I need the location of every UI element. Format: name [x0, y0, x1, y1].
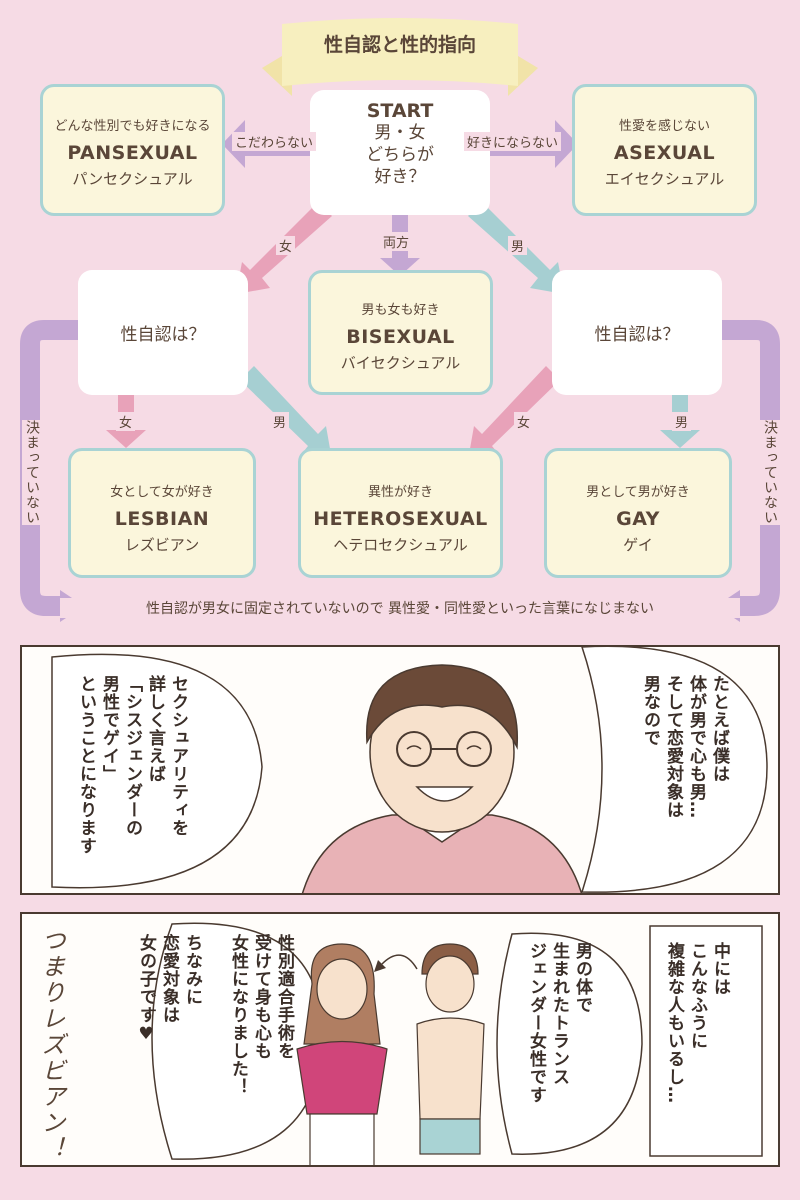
lesbian-desc: 女として女が好き	[110, 485, 214, 500]
hetero-kana: ヘテロセクシュアル	[333, 536, 468, 554]
manga-panel-2: 中には こんなふうに 複雑な人もいるし… 男の体で 生まれたトランス ジェンダー…	[20, 912, 780, 1167]
edge-label-pansexual: こだわらない	[232, 132, 317, 151]
node-pansexual: どんな性別でも好きになる PANSEXUAL パンセクシュアル	[40, 84, 225, 216]
identity-right-label: 性自認は？	[594, 325, 680, 345]
pansexual-kana: パンセクシュアル	[72, 170, 193, 188]
bisexual-desc: 男も女も好き	[361, 303, 440, 318]
panel2-handwriting: つまりレズビアン！	[37, 928, 65, 1162]
node-heterosexual: 異性が好き HETEROSEXUAL ヘテロセクシュアル	[298, 448, 503, 578]
edge-label-gay: 男	[672, 412, 692, 431]
edge-label-right-hetero: 女	[514, 412, 534, 431]
identity-right-node: 性自認は？	[552, 270, 722, 395]
panel2-bubble-mid: 男の体で 生まれたトランス ジェンダー女性です	[526, 942, 592, 1104]
identity-left-label: 性自認は？	[120, 325, 206, 345]
bisexual-kana: バイセクシュアル	[340, 354, 461, 372]
start-node: START 男・女 どちらが 好き？	[310, 90, 490, 215]
hetero-name: HETEROSEXUAL	[313, 508, 488, 530]
title-banner	[262, 18, 538, 96]
edge-label-female: 女	[276, 236, 296, 255]
edge-label-asexual: 好きにならない	[464, 132, 562, 151]
identity-left-node: 性自認は？	[78, 270, 248, 395]
panel2-narration-box: 中には こんなふうに 複雑な人もいるし…	[664, 942, 730, 1104]
node-asexual: 性愛を感じない ASEXUAL エイセクシュアル	[572, 84, 757, 216]
pansexual-desc: どんな性別でも好きになる	[54, 119, 211, 134]
start-label: START	[366, 100, 434, 122]
edge-label-undecided-right: 決まっていない	[760, 420, 780, 525]
asexual-desc: 性愛を感じない	[618, 119, 710, 134]
start-question-2: どちらが	[366, 145, 434, 165]
woman-character	[296, 943, 388, 1165]
lesbian-name: LESBIAN	[114, 508, 210, 530]
start-question-1: 男・女	[374, 123, 426, 143]
lesbian-kana: レズビアン	[124, 536, 200, 554]
panel2-bubble-left: 性別適合手術を 受けて身も心も 女性になりました！ ちなみに 恋愛対象は 女の子…	[136, 934, 294, 1096]
edge-label-male: 男	[508, 236, 528, 255]
panel1-bubble-left: セクシュアリティを 詳しく言えば 「シスジェンダーの 男性でゲイ」 ということに…	[76, 675, 188, 855]
panel2-art	[151, 922, 763, 1165]
manga-panel-1: たとえば僕は 体が男で心も男… そして恋愛対象は 男なので セクシュアリティを …	[20, 645, 780, 895]
bisexual-name: BISEXUAL	[346, 326, 455, 348]
start-question-3: 好き？	[374, 167, 426, 187]
asexual-kana: エイセクシュアル	[604, 170, 725, 188]
gay-desc: 男として男が好き	[586, 485, 690, 500]
chart-title: 性自認と性的指向	[323, 34, 476, 56]
node-gay: 男として男が好き GAY ゲイ	[544, 448, 732, 578]
hetero-desc: 異性が好き	[367, 485, 433, 500]
man-character	[301, 664, 583, 893]
edge-label-left-hetero: 男	[270, 412, 290, 431]
trans-woman-character	[416, 943, 485, 1155]
node-lesbian: 女として女が好き LESBIAN レズビアン	[68, 448, 256, 578]
asexual-name: ASEXUAL	[613, 142, 716, 164]
gay-kana: ゲイ	[623, 536, 653, 554]
node-bisexual: 男も女も好き BISEXUAL バイセクシュアル	[308, 270, 493, 395]
panel1-bubble-right: たとえば僕は 体が男で心も男… そして恋愛対象は 男なので	[640, 675, 729, 819]
gay-name: GAY	[616, 508, 660, 530]
edge-label-undecided-left: 決まっていない	[22, 420, 42, 525]
bottom-note: 性自認が男女に固定されていないので 異性愛・同性愛といった言葉になじまない	[60, 598, 740, 618]
edge-label-lesbian: 女	[116, 412, 136, 431]
edge-label-both: 両方	[380, 232, 413, 251]
pansexual-name: PANSEXUAL	[67, 142, 198, 164]
panel1-art	[51, 647, 768, 893]
